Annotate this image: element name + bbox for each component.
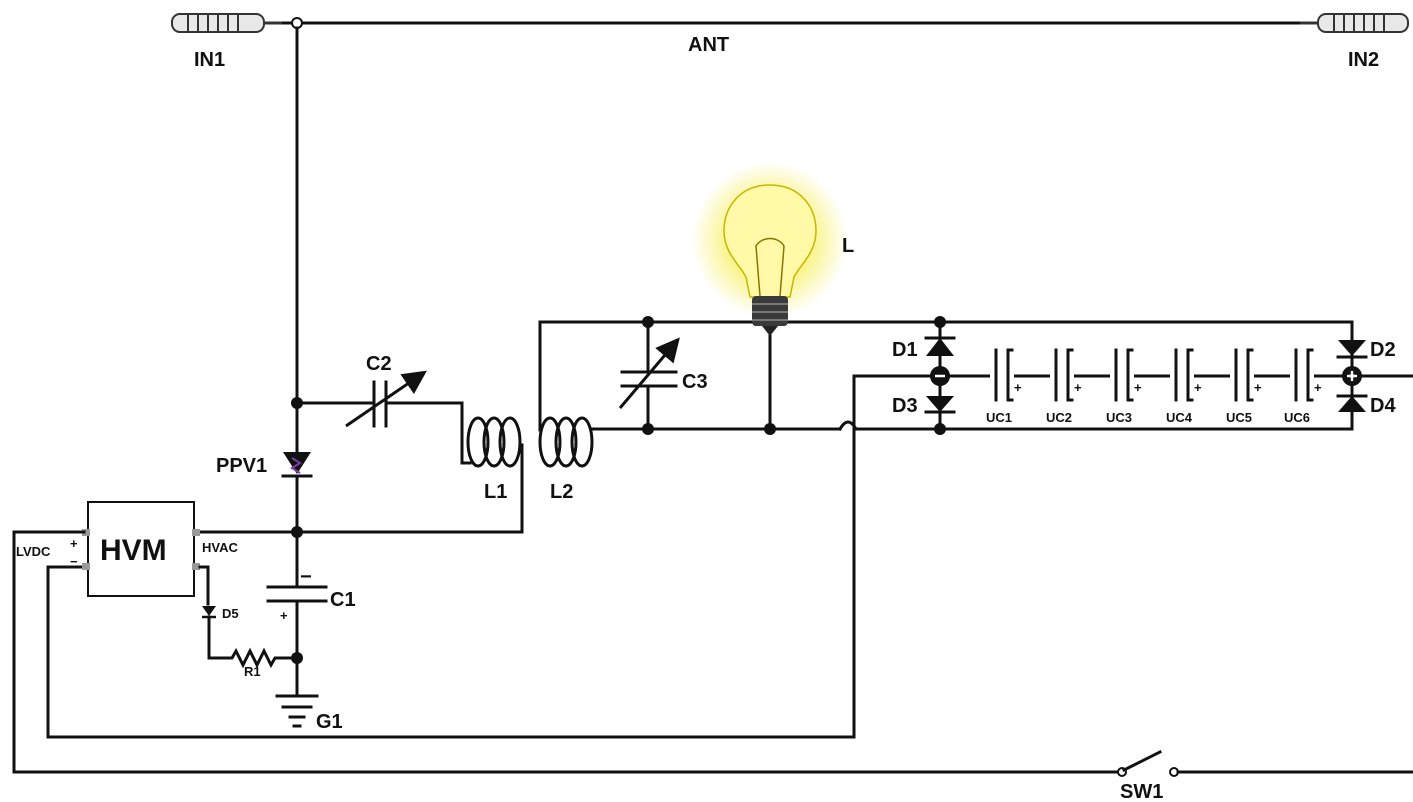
uc2-plus: + <box>1074 380 1082 395</box>
label-sw1: SW1 <box>1120 781 1163 802</box>
uc4-plus: + <box>1194 380 1202 395</box>
hvm-module <box>87 501 195 597</box>
ultracap-uc3 <box>1110 348 1134 402</box>
label-d2: D2 <box>1370 339 1396 361</box>
label-hvm: HVM <box>100 534 167 567</box>
lvdc-plus: + <box>70 536 78 551</box>
ultracap-uc5 <box>1230 348 1254 402</box>
label-in2: IN2 <box>1348 49 1379 71</box>
uc5-plus: + <box>1254 380 1262 395</box>
capacitor-c3 <box>618 320 680 431</box>
ultracap-uc4 <box>1170 348 1194 402</box>
label-uc5: UC5 <box>1226 410 1252 425</box>
junction-lamp <box>764 423 776 435</box>
diode-d5 <box>202 606 216 660</box>
junction-d1-top <box>934 316 946 328</box>
diode-d3 <box>924 396 956 414</box>
spark-gap-ppv1 <box>281 452 313 534</box>
diode-d4 <box>1336 394 1368 412</box>
label-uc6: UC6 <box>1284 410 1310 425</box>
hvm-pin-hvac-2 <box>192 563 200 570</box>
junction-c3-bottom <box>642 423 654 435</box>
ultracap-uc2 <box>1050 348 1074 402</box>
label-uc3: UC3 <box>1106 410 1132 425</box>
uc3-plus: + <box>1134 380 1142 395</box>
label-c1: C1 <box>330 589 356 611</box>
uc6-plus: + <box>1314 380 1322 395</box>
label-g1: G1 <box>316 711 343 733</box>
ultracap-uc6 <box>1290 348 1314 402</box>
label-d5: D5 <box>222 606 239 621</box>
ground-g1 <box>275 694 319 728</box>
label-d4: D4 <box>1370 395 1396 417</box>
label-ant: ANT <box>688 34 729 56</box>
resistor-r1 <box>207 647 299 669</box>
junction-r1 <box>291 652 303 664</box>
label-hvac: HVAC <box>202 540 238 555</box>
label-c3: C3 <box>682 371 708 393</box>
lvdc-minus: − <box>70 554 78 569</box>
insulator-in2 <box>1300 13 1409 33</box>
hvm-pin-lvdc-minus <box>82 563 90 570</box>
bottom-rail-crossover <box>837 420 1354 432</box>
capacitor-c1 <box>266 530 328 696</box>
hvac-wire <box>198 565 210 606</box>
label-r1: R1 <box>244 664 261 679</box>
label-d1: D1 <box>892 339 918 361</box>
inductor-l2 <box>538 320 652 468</box>
ultracap-uc1 <box>990 348 1014 402</box>
switch-sw1 <box>1117 749 1413 777</box>
label-c2: C2 <box>366 353 392 375</box>
insulator-in1 <box>171 13 282 33</box>
label-uc4: UC4 <box>1166 410 1193 425</box>
c1-minus: − <box>300 566 312 588</box>
label-ppv1: PPV1 <box>216 455 267 477</box>
hvm-pin-hvac-1 <box>192 529 200 536</box>
c1-plus: + <box>280 608 288 623</box>
diode-d1 <box>924 336 956 356</box>
uc1-plus: + <box>1014 380 1022 395</box>
label-l2: L2 <box>550 481 573 503</box>
label-in1: IN1 <box>194 49 225 71</box>
supply-loop-wire <box>12 530 1122 774</box>
label-l1: L1 <box>484 481 507 503</box>
junction-c3-top <box>642 316 654 328</box>
label-lvdc: LVDC <box>16 544 51 559</box>
capacitor-c2 <box>295 370 464 428</box>
label-uc1: UC1 <box>986 410 1012 425</box>
label-d3: D3 <box>892 395 918 417</box>
junction-d3-bottom <box>934 423 946 435</box>
hvm-pin-lvdc-plus <box>82 529 90 536</box>
lamp-l <box>692 162 848 431</box>
label-lamp: L <box>842 235 854 257</box>
inductor-l1 <box>460 401 524 534</box>
label-uc2: UC2 <box>1046 410 1072 425</box>
negative-return-wire <box>46 374 932 739</box>
diode-d2 <box>1336 340 1368 359</box>
